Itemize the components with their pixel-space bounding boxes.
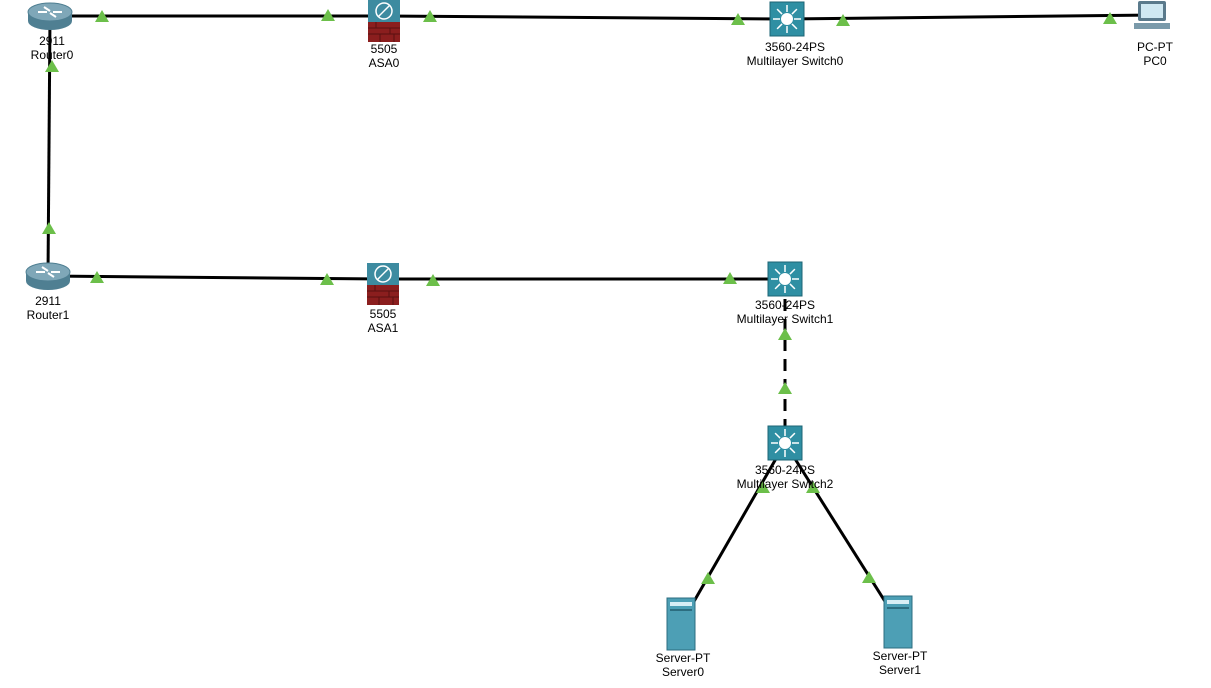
device-name: ASA1: [367, 321, 399, 335]
device-model: 2911: [39, 34, 65, 48]
multilayer-switch-icon[interactable]: [767, 425, 803, 461]
server-icon[interactable]: [883, 595, 913, 649]
link-up-indicator: [320, 273, 334, 285]
device-model: PC-PT: [1137, 40, 1173, 54]
link-up-indicator: [756, 481, 770, 493]
multilayer-switch-icon[interactable]: [769, 1, 805, 37]
link-up-indicator: [45, 60, 59, 72]
device-model: 3560-24PS: [754, 463, 816, 477]
device-model: Server-PT: [655, 651, 711, 665]
link-up-indicator: [723, 272, 737, 284]
device-name: Server0: [661, 665, 705, 679]
server-icon[interactable]: [666, 597, 696, 651]
device-name: Multilayer Switch1: [736, 312, 834, 326]
pc-icon[interactable]: [1134, 1, 1170, 29]
device-model: 3560-24PS: [764, 40, 826, 54]
link-up-indicator: [778, 382, 792, 394]
device-name: Router1: [26, 308, 70, 322]
device-model: 3560-24PS: [754, 298, 816, 312]
link-up-indicator: [423, 10, 437, 22]
device-name: ASA0: [368, 56, 400, 70]
device-name: Server1: [878, 663, 922, 677]
multilayer-switch-icon[interactable]: [767, 261, 803, 297]
device-model: 5505: [370, 42, 398, 56]
link-up-indicator: [836, 14, 850, 26]
link-up-indicator: [1103, 12, 1117, 24]
router-icon[interactable]: [27, 2, 73, 30]
device-model: 2911: [35, 294, 61, 308]
link-up-indicator: [806, 481, 820, 493]
device-name: Multilayer Switch0: [746, 54, 844, 68]
devices-layer: [25, 0, 1170, 651]
device-name: PC0: [1143, 54, 1167, 68]
link-indicators-layer: [42, 9, 1117, 584]
links-layer: [46, 13, 1153, 625]
link-up-indicator: [701, 572, 715, 584]
link-asa0-mls0[interactable]: [383, 14, 788, 21]
link-mls2-server0[interactable]: [679, 442, 787, 625]
router-icon[interactable]: [25, 262, 71, 290]
firewall-icon[interactable]: [367, 263, 399, 305]
device-model: Server-PT: [872, 649, 928, 663]
link-up-indicator: [426, 274, 440, 286]
link-up-indicator: [778, 328, 792, 340]
device-model: 5505: [369, 307, 397, 321]
link-up-indicator: [321, 9, 335, 21]
link-up-indicator: [95, 10, 109, 22]
link-up-indicator: [862, 571, 876, 583]
device-name: Router0: [30, 48, 74, 62]
device-name: Multilayer Switch2: [736, 477, 834, 491]
firewall-icon[interactable]: [368, 0, 400, 42]
link-up-indicator: [42, 222, 56, 234]
link-up-indicator: [731, 13, 745, 25]
link-mls0-pc0[interactable]: [786, 13, 1153, 21]
link-mls2-server1[interactable]: [783, 442, 900, 623]
link-up-indicator: [90, 271, 104, 283]
